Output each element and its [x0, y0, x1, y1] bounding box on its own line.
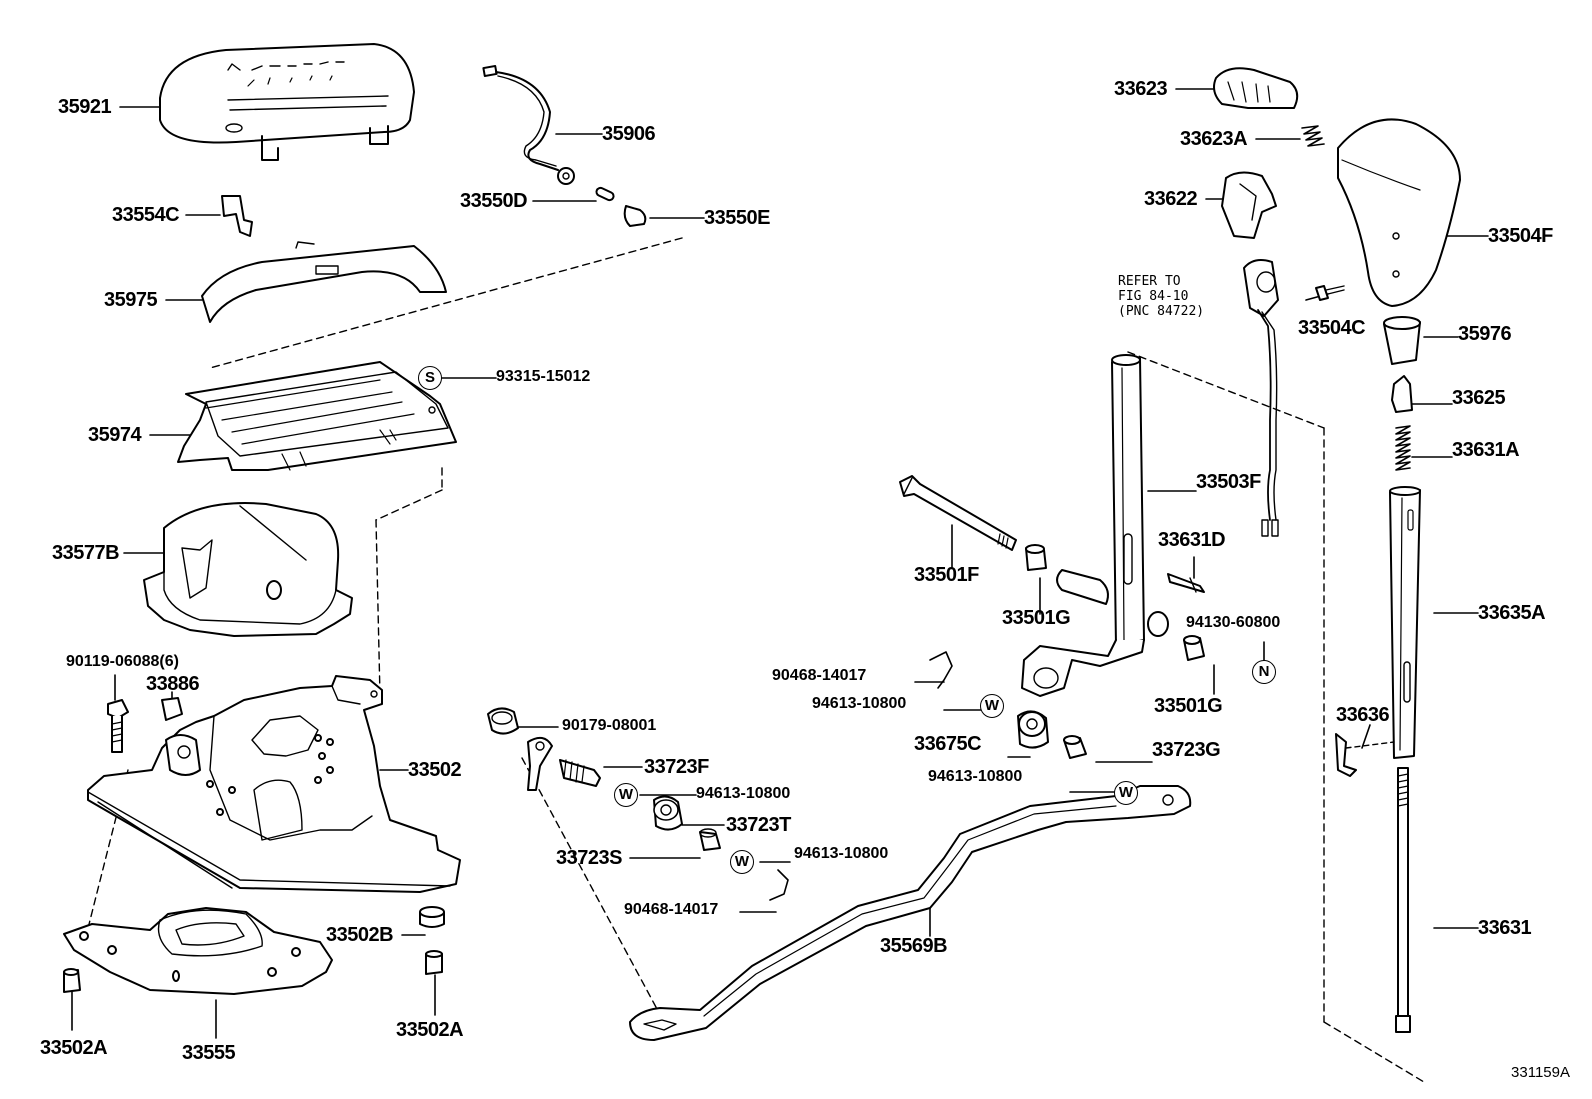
label-33635A: 33635A [1478, 602, 1546, 624]
symbol-w-94613-b: W [730, 850, 754, 874]
label-35974: 35974 [88, 424, 142, 446]
stud-33502A-right [425, 950, 443, 975]
label-94613-10800-c: 94613-10800 [812, 695, 907, 712]
label-35906: 35906 [602, 123, 656, 145]
symbol-w-94613-c: W [980, 694, 1004, 718]
clip-33636 [1335, 733, 1395, 777]
control-rod-35569B [629, 785, 1192, 1041]
label-33622: 33622 [1144, 188, 1198, 210]
label-33623: 33623 [1114, 78, 1168, 100]
label-94613-10800-a: 94613-10800 [696, 785, 791, 802]
cover-33577B [143, 502, 353, 637]
label-90179-08001: 90179-08001 [562, 717, 657, 734]
bolt-33501F [899, 475, 1017, 551]
label-94613-10800-d: 94613-10800 [928, 768, 1023, 785]
shift-lever-33503F [1021, 354, 1169, 697]
bushing-33675C [1017, 710, 1049, 749]
label-33675C: 33675C [914, 733, 982, 755]
bushing-33501G-b [1183, 635, 1205, 661]
bolt-90119 [107, 699, 129, 753]
base-plate-33555 [63, 907, 333, 995]
cover-35975 [201, 241, 447, 323]
leader-lines [71, 88, 1489, 1039]
clip-33554C [221, 195, 253, 237]
label-33636: 33636 [1336, 704, 1390, 726]
symbol-w-94613-d: W [1114, 781, 1138, 805]
label-33631D: 33631D [1158, 529, 1226, 551]
clip-90468-upper [929, 651, 953, 689]
rod-33631 [1395, 767, 1411, 1033]
spring-33623A [1301, 125, 1325, 147]
position-switch-wire [1243, 259, 1279, 537]
label-33502: 33502 [408, 759, 462, 781]
label-33554C: 33554C [112, 204, 180, 226]
collar-33723S [699, 828, 721, 851]
label-33504C: 33504C [1298, 317, 1366, 339]
spring-33631A [1395, 425, 1411, 471]
pin-33625 [1391, 375, 1413, 413]
indicator-plate-35974 [177, 361, 457, 471]
label-33502B: 33502B [326, 924, 394, 946]
cap-35976 [1383, 316, 1421, 365]
symbol-w-94613-a: W [614, 783, 638, 807]
label-33625: 33625 [1452, 387, 1506, 409]
lamp-cable-35906 [482, 65, 647, 227]
indicator-cover-35921 [159, 43, 415, 161]
button-33623 [1213, 67, 1299, 109]
nut-33502B [419, 906, 445, 928]
label-33723G: 33723G [1152, 739, 1221, 761]
label-33501G-a: 33501G [1002, 607, 1071, 629]
lever-link [527, 736, 553, 791]
label-33723S: 33723S [556, 847, 622, 869]
drawing-code: 331159A [1511, 1064, 1570, 1081]
label-35569B: 35569B [880, 935, 948, 957]
reference-note: REFER TO FIG 84-10 (PNC 84722) [1118, 274, 1205, 319]
label-33550D: 33550D [460, 190, 528, 212]
label-33502A-left: 33502A [40, 1037, 108, 1059]
bushing-33501G-a [1025, 544, 1047, 571]
label-33723T: 33723T [726, 814, 791, 836]
label-35975: 35975 [104, 289, 158, 311]
clip-33622 [1221, 171, 1277, 239]
clip-90468-lower [769, 869, 789, 901]
clip-33886 [161, 697, 183, 721]
pin-33631D [1167, 573, 1205, 593]
shift-bracket-33502 [87, 675, 461, 893]
bushing-90179 [487, 707, 519, 735]
label-33504F: 33504F [1488, 225, 1553, 247]
stud-33502A-left [63, 968, 81, 993]
label-35976: 35976 [1458, 323, 1512, 345]
bushing-33723T [653, 795, 683, 831]
label-33723F: 33723F [644, 756, 709, 778]
label-35921: 35921 [58, 96, 112, 118]
symbol-s-93315: S [418, 366, 442, 390]
label-90468-14017-upper: 90468-14017 [772, 667, 867, 684]
label-33577B: 33577B [52, 542, 120, 564]
label-90468-14017-lower: 90468-14017 [624, 901, 719, 918]
label-33550E: 33550E [704, 207, 770, 229]
label-33631: 33631 [1478, 917, 1532, 939]
screw-33504C [1315, 285, 1345, 301]
label-33623A: 33623A [1180, 128, 1248, 150]
label-33555: 33555 [182, 1042, 236, 1064]
knob-33504F [1337, 118, 1461, 307]
label-94613-10800-b: 94613-10800 [794, 845, 889, 862]
label-33501F: 33501F [914, 564, 979, 586]
label-94130-60800: 94130-60800 [1186, 614, 1281, 631]
label-33502A-right: 33502A [396, 1019, 464, 1041]
label-33501G-b: 33501G [1154, 695, 1223, 717]
pin-33723F [559, 759, 601, 787]
label-33886: 33886 [146, 673, 200, 695]
symbol-n-94130: N [1252, 660, 1276, 684]
label-93315-15012: 93315-15012 [496, 368, 591, 385]
label-33631A: 33631A [1452, 439, 1520, 461]
label-33503F: 33503F [1196, 471, 1261, 493]
collar-33723G [1063, 735, 1087, 759]
lever-tube-33635A [1389, 486, 1421, 759]
label-90119-06088: 90119-06088(6) [66, 653, 179, 670]
